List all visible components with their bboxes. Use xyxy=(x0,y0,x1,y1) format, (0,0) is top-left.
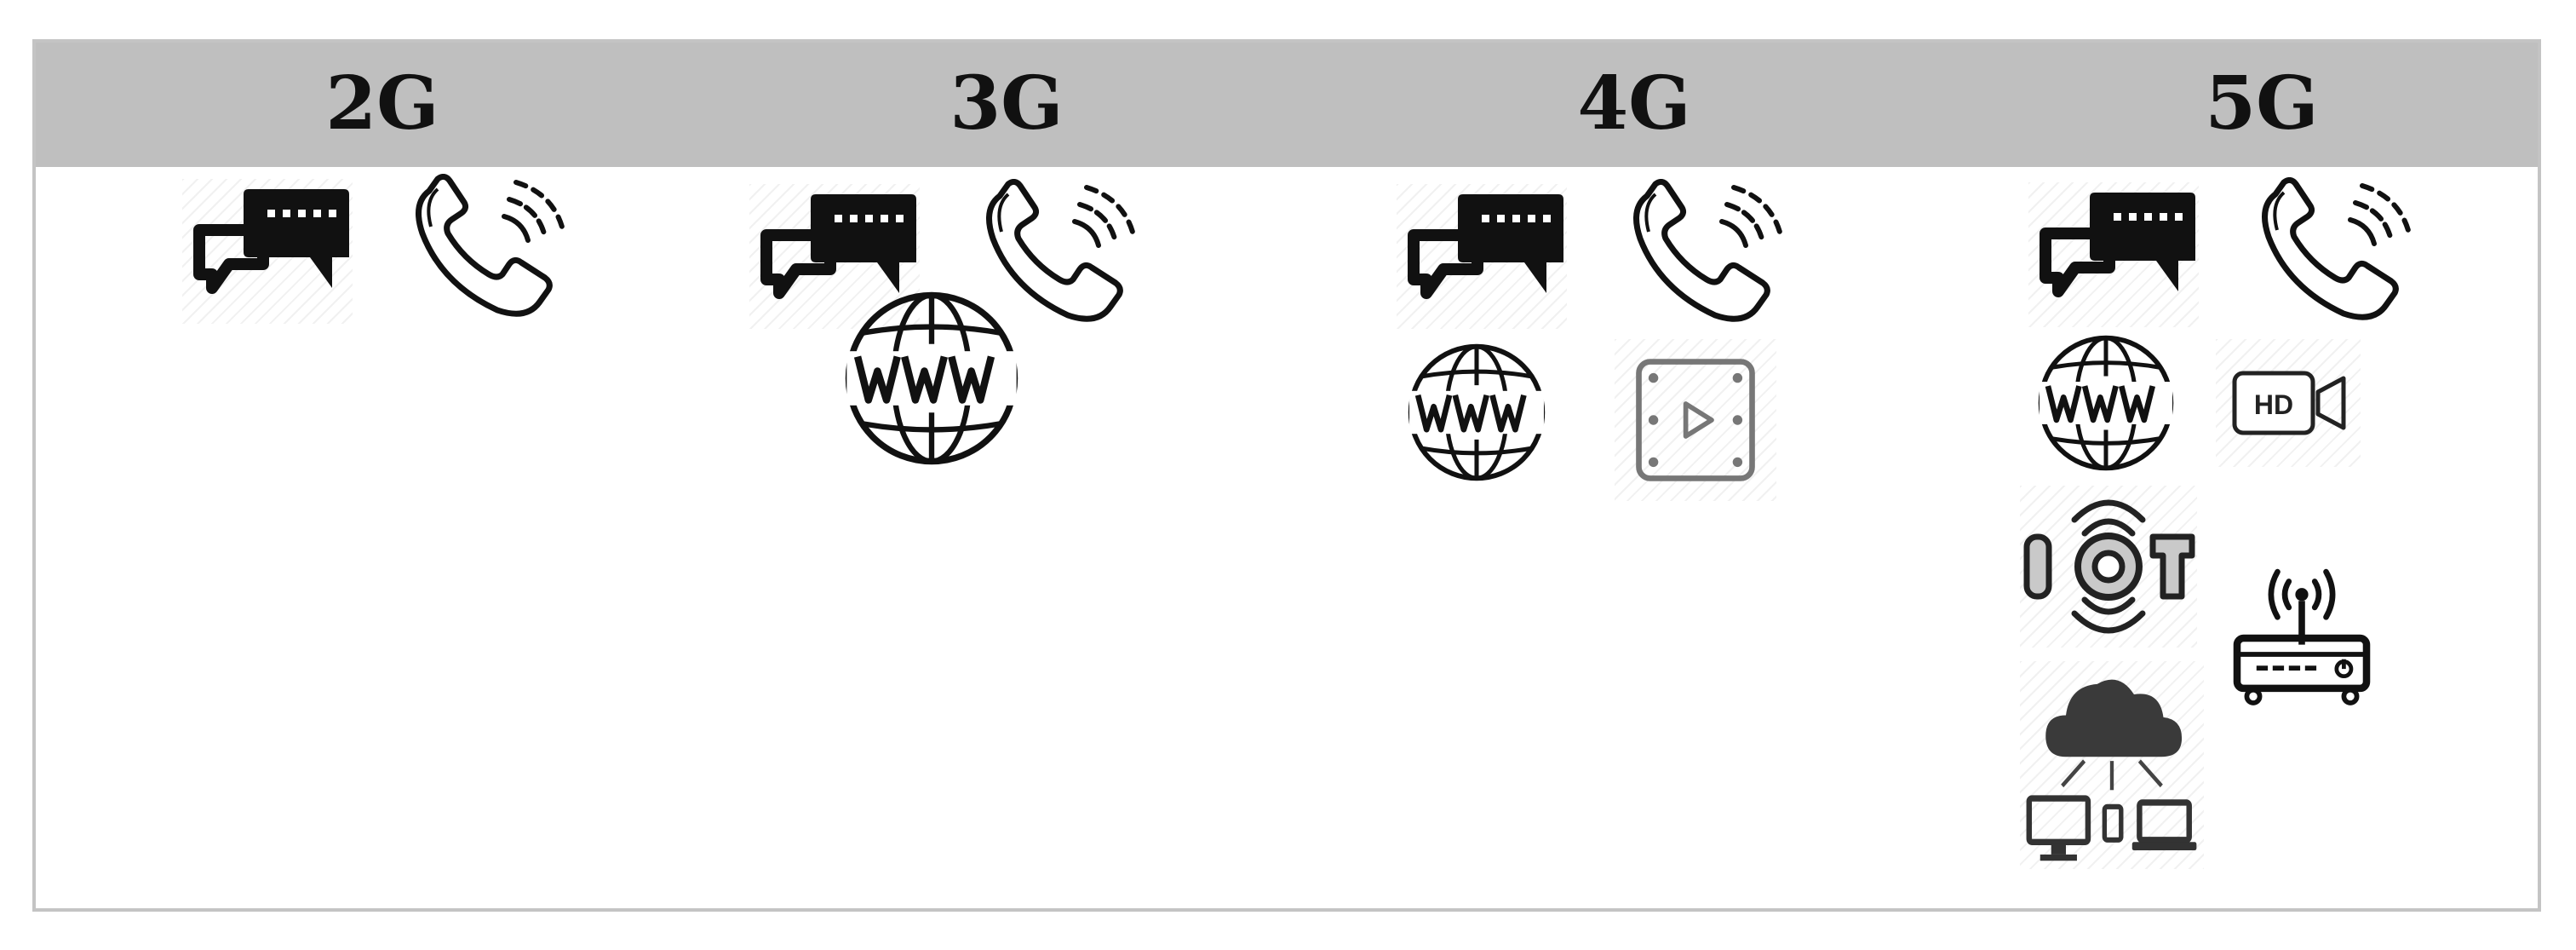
hd-text: HD xyxy=(2254,389,2293,420)
wifi-router-icon xyxy=(2221,557,2383,719)
video-play-icon xyxy=(1615,339,1776,501)
phone-call-icon xyxy=(2250,177,2420,331)
sms-chat-icon xyxy=(182,179,353,324)
label-4g: 4G xyxy=(1577,60,1691,147)
hd-video-camera-icon: HD xyxy=(2216,339,2361,467)
www-globe-icon xyxy=(841,288,1022,469)
label-3g: 3G xyxy=(950,60,1064,147)
phone-call-icon xyxy=(404,174,574,327)
iot-letter-t: T xyxy=(2172,577,2173,579)
generations-diagram: 2G 3G 4G 5G HD I T xyxy=(32,39,2541,912)
iot-letter-i: I xyxy=(2038,577,2039,579)
label-5g: 5G xyxy=(2205,60,2319,147)
label-2g: 2G xyxy=(325,60,439,147)
phone-call-icon xyxy=(1621,179,1792,332)
sms-chat-icon xyxy=(1397,184,1567,329)
www-globe-icon xyxy=(2035,332,2177,474)
sms-chat-icon xyxy=(2028,182,2199,327)
www-globe-icon xyxy=(1405,341,1548,484)
cloud-devices-icon xyxy=(2020,661,2204,869)
iot-icon: I T xyxy=(2020,486,2197,648)
header-bar xyxy=(36,43,2538,167)
